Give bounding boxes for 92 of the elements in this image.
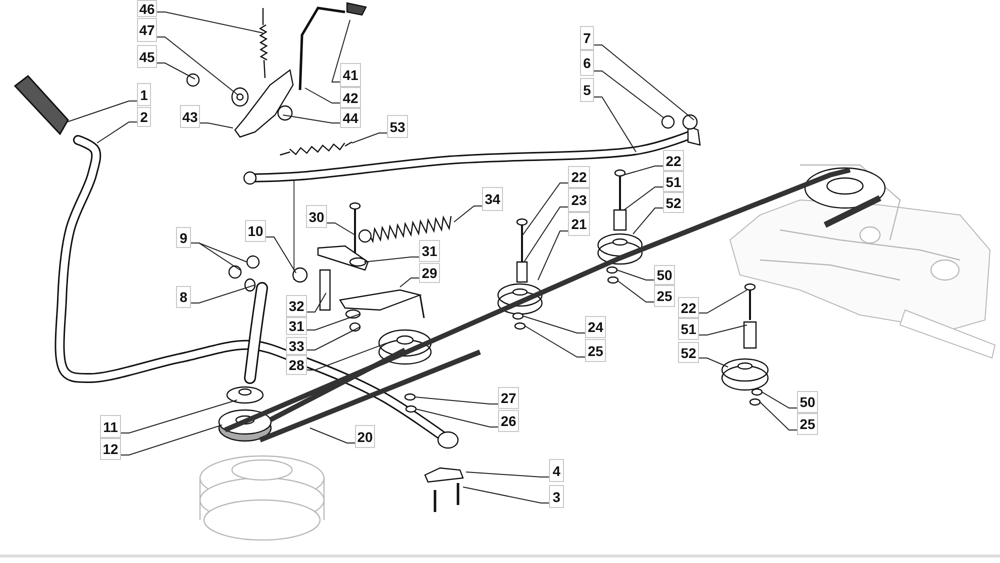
- leader-line: [462, 486, 550, 504]
- leader-line: [760, 402, 798, 430]
- callout-number: 2: [137, 107, 151, 127]
- leader-line: [306, 326, 360, 350]
- leader-line: [624, 186, 664, 210]
- leader-line: [400, 278, 420, 288]
- callout-number: 47: [137, 18, 157, 42]
- leader-line: [310, 428, 356, 444]
- callout-number: 33: [286, 337, 307, 355]
- callout-number: 41: [340, 63, 361, 87]
- callout-number: 9: [176, 227, 191, 248]
- leader-line: [414, 396, 498, 404]
- callout-number: 21: [568, 212, 590, 236]
- leader-line: [326, 222, 356, 236]
- callout-number: 34: [482, 187, 503, 211]
- leader-line: [156, 12, 264, 34]
- callout-number: 22: [568, 166, 590, 188]
- callout-number: 27: [498, 387, 519, 409]
- callout-number: 53: [387, 115, 408, 138]
- callout-number: 24: [585, 316, 606, 338]
- leader-line: [416, 408, 498, 428]
- leader-line: [454, 206, 482, 222]
- leader-line: [306, 292, 326, 312]
- callout-number: 29: [419, 263, 440, 283]
- callout-number: 25: [585, 339, 606, 362]
- callout-number: 8: [176, 286, 191, 308]
- callout-number: 20: [355, 425, 375, 448]
- leader-line: [190, 242, 240, 270]
- callout-number: 31: [419, 240, 440, 262]
- leader-line: [620, 166, 664, 176]
- callout-number: 46: [137, 0, 157, 17]
- callout-number: 5: [580, 78, 594, 102]
- callout-number: 4: [549, 459, 564, 482]
- leader-line: [524, 326, 586, 358]
- callout-number: 51: [678, 318, 699, 340]
- leader-line: [304, 88, 340, 104]
- leader-line: [190, 284, 256, 304]
- leader-line: [282, 114, 340, 124]
- leader-line: [266, 236, 296, 274]
- leader-line: [594, 70, 664, 118]
- leader-line: [66, 100, 138, 122]
- leader-line: [698, 324, 748, 336]
- leader-line: [331, 20, 350, 82]
- callout-number: 50: [797, 391, 818, 413]
- leader-line: [156, 36, 238, 96]
- leader-line: [618, 280, 654, 302]
- callout-number: 44: [340, 108, 361, 128]
- leader-line: [632, 208, 664, 234]
- callout-number: 6: [580, 50, 594, 76]
- callout-number: 28: [286, 355, 307, 375]
- callout-number: 31: [286, 317, 307, 335]
- leader-line: [698, 358, 728, 368]
- callout-number: 11: [100, 415, 121, 438]
- leader-line: [120, 424, 222, 456]
- callout-number: 26: [498, 410, 519, 432]
- leader-line: [538, 230, 568, 280]
- leader-line: [466, 472, 550, 478]
- leader-line: [594, 96, 636, 152]
- callout-number: 52: [663, 192, 684, 213]
- callout-number: 30: [306, 205, 327, 228]
- leader-line: [306, 314, 360, 330]
- leader-line: [594, 44, 694, 120]
- callout-number: 52: [678, 342, 699, 363]
- leader-line: [616, 270, 654, 280]
- callout-number: 23: [568, 188, 590, 212]
- leader-line: [364, 256, 420, 262]
- leader-line: [120, 400, 238, 434]
- leader-line: [762, 392, 798, 408]
- leader-line: [156, 62, 196, 80]
- leader-line: [522, 316, 586, 334]
- callout-number: 22: [678, 297, 699, 318]
- callout-number: 45: [137, 45, 157, 68]
- leader-line: [306, 342, 388, 370]
- leader-line: [522, 182, 568, 236]
- callout-number: 25: [797, 413, 818, 435]
- callout-number: 42: [340, 87, 361, 108]
- callout-number: 12: [100, 438, 121, 460]
- callout-number: 1: [137, 83, 151, 106]
- callout-number: 22: [663, 150, 684, 171]
- callout-number: 25: [654, 285, 675, 307]
- leader-line: [524, 206, 568, 262]
- callout-number: 51: [663, 171, 684, 192]
- callout-number: 3: [549, 485, 564, 508]
- leader-line: [698, 290, 748, 314]
- callout-number: 32: [286, 295, 307, 317]
- callout-number: 50: [654, 265, 675, 285]
- leader-line: [200, 122, 234, 128]
- callout-number: 7: [580, 26, 594, 50]
- callout-number: 43: [180, 105, 200, 128]
- leader-line: [352, 132, 388, 144]
- leader-line: [96, 122, 138, 144]
- callout-number: 10: [245, 220, 266, 242]
